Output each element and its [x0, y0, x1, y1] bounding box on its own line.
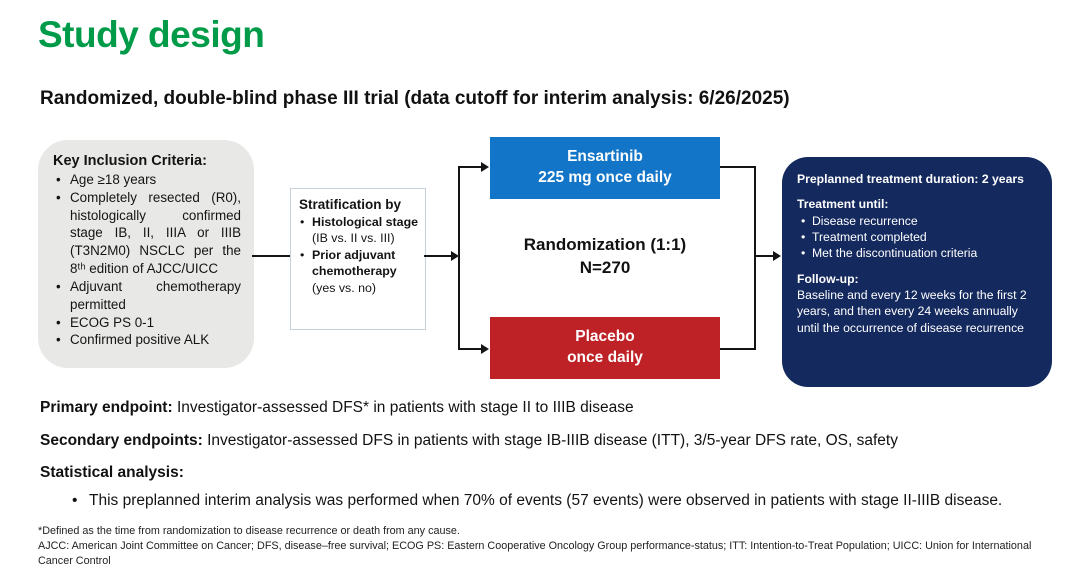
branch-vertical-line-left [458, 167, 460, 350]
arrowhead-icon [481, 344, 489, 354]
followup-heading: Follow-up: [797, 271, 859, 286]
treatment-duration-heading: Preplanned treatment duration: 2 years [797, 172, 1024, 186]
primary-endpoint-text: Investigator-assessed DFS* in patients w… [172, 399, 634, 416]
placebo-arm-line1: Placebo [575, 328, 635, 346]
treatment-until-item: Disease recurrence [797, 213, 1040, 230]
placebo-arm-line2: once daily [567, 349, 643, 366]
followup-text: Baseline and every 12 weeks for the firs… [797, 288, 1027, 335]
stratification-panel: Stratification by Histological stage (IB… [290, 188, 426, 330]
placebo-arm-box: Placebo once daily [490, 317, 720, 379]
statistical-analysis-label: Statistical analysis: [40, 464, 184, 481]
inclusion-item: Adjuvant chemotherapy permitted [53, 278, 241, 314]
randomization-line1: Randomization (1:1) [523, 235, 687, 254]
inclusion-item: Age ≥18 years [53, 171, 241, 189]
stratification-item-rest: (IB vs. II vs. III) [312, 231, 395, 246]
primary-endpoint: Primary endpoint: Investigator-assessed … [40, 399, 634, 417]
inclusion-item: ECOG PS 0-1 [53, 314, 241, 332]
arrowhead-icon [773, 251, 781, 261]
randomization-line2: N=270 [579, 258, 631, 278]
footnote-abbreviations: AJCC: American Joint Committee on Cancer… [38, 540, 1032, 568]
treatment-duration-panel: Preplanned treatment duration: 2 years T… [782, 157, 1052, 387]
stratification-item: Prior adjuvant chemotherapy (yes vs. no) [299, 247, 420, 295]
stratification-item-rest: (yes vs. no) [312, 280, 377, 295]
footnotes: *Defined as the time from randomization … [38, 524, 1038, 569]
spacer [797, 187, 1040, 196]
inclusion-criteria-panel: Key Inclusion Criteria: Age ≥18 years Co… [38, 140, 254, 368]
secondary-endpoints-label: Secondary endpoints: [40, 432, 203, 449]
arrowhead-icon [481, 162, 489, 172]
ensartinib-arm-box: Ensartinib 225 mg once daily [490, 137, 720, 199]
secondary-endpoints: Secondary endpoints: Investigator-assess… [40, 432, 898, 450]
ensartinib-arm-line1: Ensartinib [567, 148, 643, 166]
connector-to-ensartinib [458, 166, 482, 168]
inclusion-heading: Key Inclusion Criteria: [53, 153, 207, 169]
treatment-until-heading: Treatment until: [797, 197, 889, 212]
stratification-item-lead: Prior adjuvant chemotherapy [312, 248, 397, 279]
treatment-until-item: Met the discontinuation criteria [797, 245, 1040, 262]
footnote-definition: *Defined as the time from randomization … [38, 525, 460, 537]
randomization-label: Randomization (1:1) N=270 [470, 233, 740, 280]
ensartinib-arm-line2: 225 mg once daily [538, 169, 672, 186]
branch-vertical-line-right [754, 166, 756, 350]
spacer [797, 262, 1040, 271]
slide-subtitle: Randomized, double-blind phase III trial… [40, 88, 790, 109]
stratification-heading: Stratification by [299, 197, 402, 212]
inclusion-item: Completely resected (R0), histologically… [53, 189, 241, 278]
connector-stratification-to-branch [424, 255, 452, 257]
primary-endpoint-label: Primary endpoint: [40, 399, 173, 416]
arrowhead-icon [451, 251, 459, 261]
statistical-analysis-bullet: This preplanned interim analysis was per… [72, 492, 1062, 510]
connector-to-treatment-panel [754, 255, 774, 257]
treatment-until-item: Treatment completed [797, 229, 1040, 246]
page-title: Study design [38, 14, 265, 55]
connector-to-placebo [458, 348, 482, 350]
statistical-analysis: Statistical analysis: [40, 464, 184, 482]
stratification-item-lead: Histological stage [312, 215, 419, 229]
connector-placebo-out [720, 348, 756, 350]
secondary-endpoints-text: Investigator-assessed DFS in patients wi… [202, 432, 898, 449]
connector-ensartinib-out [720, 166, 756, 168]
connector-inclusion-to-stratification [252, 255, 290, 257]
stratification-item: Histological stage (IB vs. II vs. III) [299, 214, 420, 246]
inclusion-item: Confirmed positive ALK [53, 331, 241, 349]
